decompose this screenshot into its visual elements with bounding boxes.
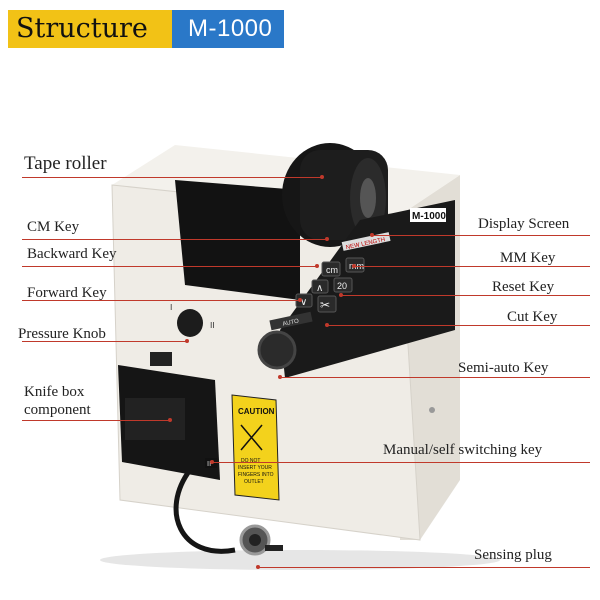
label-mm-key: MM Key	[500, 250, 556, 266]
label-knife-box-line2: component	[24, 402, 91, 418]
header-title-background	[8, 10, 180, 48]
label-semi-auto-key: Semi-auto Key	[458, 360, 549, 376]
dot-knife-box	[168, 418, 172, 422]
dot-sensing-plug	[256, 565, 260, 569]
leader-knife-box	[22, 420, 170, 421]
cm-key-shape	[321, 261, 341, 277]
svg-text:∨: ∨	[300, 297, 307, 308]
page-title: Structure	[16, 13, 148, 44]
dot-mm-key	[352, 264, 356, 268]
sensor-cable	[173, 468, 236, 554]
label-reset-key: Reset Key	[492, 279, 555, 295]
caution-line-2: INSERT YOUR	[238, 465, 272, 471]
dot-semi-auto-key	[278, 375, 282, 379]
label-cut-key: Cut Key	[507, 309, 558, 325]
dot-cm-key	[325, 237, 329, 241]
leader-forward-key	[22, 300, 300, 301]
knife-box-latch	[150, 352, 172, 366]
dot-backward-key	[315, 264, 319, 268]
cm-key-text: cm	[326, 265, 338, 275]
knife-blade-area	[125, 398, 185, 440]
caution-line-3: FINGERS INTO	[238, 472, 274, 478]
logo-plate	[410, 208, 446, 222]
label-sensing-plug: Sensing plug	[474, 547, 552, 563]
label-forward-key: Forward Key	[27, 285, 107, 301]
header-model-background	[172, 10, 284, 48]
dot-cut-key	[325, 323, 329, 327]
switch-mark: II	[207, 460, 211, 468]
tape-opening	[175, 180, 300, 300]
caution-hand-icon	[240, 424, 263, 451]
label-cm-key: CM Key	[27, 219, 80, 235]
semi-auto-button	[257, 330, 297, 370]
auto-label-plate	[269, 311, 313, 331]
reset-key-text: 20	[337, 281, 347, 291]
svg-text:∧: ∧	[316, 283, 323, 294]
dot-reset-key	[339, 293, 343, 297]
label-pressure-knob: Pressure Knob	[18, 326, 106, 342]
backward-key-shape	[311, 279, 329, 294]
panel-label-plate	[341, 232, 391, 251]
leader-pressure-knob	[22, 341, 187, 342]
dot-tape-roller	[320, 175, 324, 179]
dot-forward-key	[298, 298, 302, 302]
leader-tape-roller	[22, 177, 322, 178]
svg-text:I: I	[170, 303, 172, 312]
svg-text:II: II	[210, 321, 215, 330]
leader-cm-key	[22, 239, 327, 240]
caution-label	[231, 394, 280, 501]
label-knife-box-line1: Knife box	[24, 384, 85, 400]
control-panel	[280, 200, 455, 378]
leader-cut-key	[327, 325, 590, 326]
logo-text: M-1000	[412, 211, 446, 222]
reset-key-shape	[333, 277, 353, 293]
leader-mm-key	[354, 266, 590, 267]
caution-title: CAUTION	[238, 407, 275, 416]
tape-roller-core	[360, 178, 376, 218]
leader-manual-switch	[212, 462, 590, 463]
auto-label-text: AUTO	[282, 318, 300, 327]
dot-display-screen	[370, 233, 374, 237]
caution-line-1: DO NOT	[241, 458, 260, 464]
label-tape-roller: Tape roller	[24, 153, 107, 174]
floor-shadow	[100, 550, 500, 570]
leader-backward-key	[22, 266, 317, 267]
caution-line-4: OUTLET	[244, 479, 264, 485]
leader-semi-auto-key	[280, 377, 590, 378]
pressure-knob-shape	[177, 309, 203, 337]
label-display-screen: Display Screen	[478, 216, 570, 232]
cut-key-shape	[317, 295, 337, 313]
leader-reset-key	[341, 295, 590, 296]
svg-text:✂: ✂	[320, 298, 330, 312]
label-manual-switch: Manual/self switching key	[383, 442, 543, 458]
dot-pressure-knob	[185, 339, 189, 343]
model-name: M-1000	[188, 15, 273, 42]
dot-manual-switch	[210, 460, 214, 464]
label-backward-key: Backward Key	[27, 246, 117, 262]
leader-display-screen	[372, 235, 590, 236]
leader-sensing-plug	[258, 567, 590, 568]
